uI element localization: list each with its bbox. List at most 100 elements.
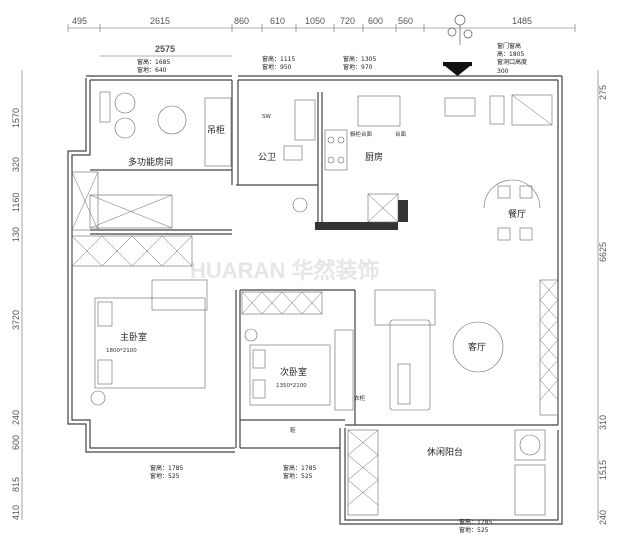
cabinet-icon xyxy=(489,95,505,125)
chair-icon xyxy=(519,227,533,241)
pillow-icon xyxy=(252,349,266,369)
desk xyxy=(334,329,354,411)
dim-310: 310 xyxy=(598,415,608,430)
compass-icon xyxy=(447,14,473,45)
round-table-icon xyxy=(157,105,187,135)
pillow-icon xyxy=(97,359,113,385)
note-w3-a: 窗高：1305 xyxy=(343,55,376,63)
stove-icon xyxy=(324,129,348,171)
label-master: 主卧室 xyxy=(120,331,147,343)
note-w6-b: 窗地：525 xyxy=(283,472,313,480)
pillow-icon xyxy=(252,379,266,399)
tv-icon xyxy=(444,97,476,117)
sofa-icon xyxy=(389,319,431,411)
dim-860: 860 xyxy=(234,16,249,26)
label-counter: 台面 xyxy=(395,130,407,138)
second-wardrobe xyxy=(241,291,323,315)
note-w7-b: 窗地：525 xyxy=(459,526,489,534)
label-kitchen-cab: 橱柜台面 xyxy=(350,130,373,138)
toilet-icon xyxy=(283,145,303,161)
note-w1-a: 窗高：1685 xyxy=(137,58,170,66)
note-w6-a: 窗高：1785 xyxy=(283,464,316,472)
dim-495: 495 xyxy=(72,16,87,26)
dim-600: 600 xyxy=(11,435,21,450)
dim-2615: 2615 xyxy=(150,16,170,26)
fridge-icon xyxy=(367,193,399,223)
label-sw: SW xyxy=(262,114,271,120)
label-second-bed: 1350*2100 xyxy=(276,383,307,389)
washer-icon xyxy=(514,429,546,461)
label-shoe: 鞋 xyxy=(290,426,296,434)
master-wardrobe xyxy=(71,235,193,267)
dim-410: 410 xyxy=(11,505,21,520)
top-dim-ticks xyxy=(67,24,576,32)
pillow-icon xyxy=(97,301,113,327)
label-second: 次卧室 xyxy=(280,366,307,378)
label-living: 客厅 xyxy=(468,341,486,353)
dim-130: 130 xyxy=(11,227,21,242)
burner-icon xyxy=(327,156,335,164)
dim-610: 610 xyxy=(270,16,285,26)
label-multi-room: 多功能房间 xyxy=(128,156,173,168)
shelf xyxy=(99,91,111,123)
sofa-arm xyxy=(397,363,411,405)
label-bath: 公卫 xyxy=(258,152,276,163)
label-balcony: 休闲阳台 xyxy=(427,446,463,458)
dim-320: 320 xyxy=(11,157,21,172)
note-w7-a: 窗高：1785 xyxy=(459,518,492,526)
label-cabinet: 吊柜 xyxy=(207,124,225,136)
right-storage xyxy=(539,279,559,416)
burner-icon xyxy=(337,136,345,144)
burner-icon xyxy=(327,136,335,144)
dim-1485: 1485 xyxy=(512,16,532,26)
dim-720: 720 xyxy=(340,16,355,26)
dim-6625: 6625 xyxy=(598,242,608,262)
dim-1160: 1160 xyxy=(11,193,21,212)
kitchen-solid-wall xyxy=(315,200,408,230)
dim-2575: 2575 xyxy=(155,44,175,54)
plant-icon xyxy=(90,390,106,406)
washbasin-icon xyxy=(292,197,308,213)
dim-560: 560 xyxy=(398,16,413,26)
label-kitchen: 厨房 xyxy=(365,151,383,163)
plant-icon xyxy=(114,117,136,139)
washer-drum-icon xyxy=(519,434,541,456)
dim-275: 275 xyxy=(598,85,608,100)
wardrobe-multi xyxy=(89,194,173,229)
note-w4-a: 窗门窗高 xyxy=(497,42,521,50)
entry-arrow-icon xyxy=(445,66,470,76)
watermark: HUARAN 华然装饰 xyxy=(190,258,379,283)
nightstand xyxy=(151,279,208,311)
dim-240: 240 xyxy=(11,410,21,425)
living-rug xyxy=(452,321,504,373)
dim-1050: 1050 xyxy=(305,16,325,26)
dim-3720: 3720 xyxy=(11,310,21,330)
chair-icon xyxy=(497,185,511,199)
washing-cabinet xyxy=(511,94,553,126)
note-w4-c: 窗洞口高度 xyxy=(497,58,527,66)
note-w4-d: 300 xyxy=(497,68,509,75)
plant-icon xyxy=(114,92,136,114)
note-w1-b: 窗地：640 xyxy=(137,66,167,74)
walls xyxy=(67,75,563,525)
dim-815: 815 xyxy=(11,477,21,492)
lamp-icon xyxy=(244,328,258,342)
shower-area xyxy=(294,99,316,141)
dim-240: 240 xyxy=(598,510,608,525)
note-w3-b: 窗地：970 xyxy=(343,63,373,71)
dining-table xyxy=(483,179,541,209)
note-w5-b: 窗地：525 xyxy=(150,472,180,480)
side-cabinet xyxy=(374,289,436,326)
sink-icon xyxy=(357,95,401,127)
closet-left xyxy=(71,171,99,231)
balcony-cabinet xyxy=(514,464,546,516)
dim-1570: 1570 xyxy=(11,108,21,128)
dim-1515: 1515 xyxy=(598,460,608,480)
entry-bar xyxy=(443,62,472,66)
second-bed xyxy=(249,344,331,406)
label-dining: 餐厅 xyxy=(508,208,526,220)
label-master-bed: 1800*2100 xyxy=(106,348,137,354)
chair-icon xyxy=(519,185,533,199)
balcony-storage xyxy=(347,429,379,516)
